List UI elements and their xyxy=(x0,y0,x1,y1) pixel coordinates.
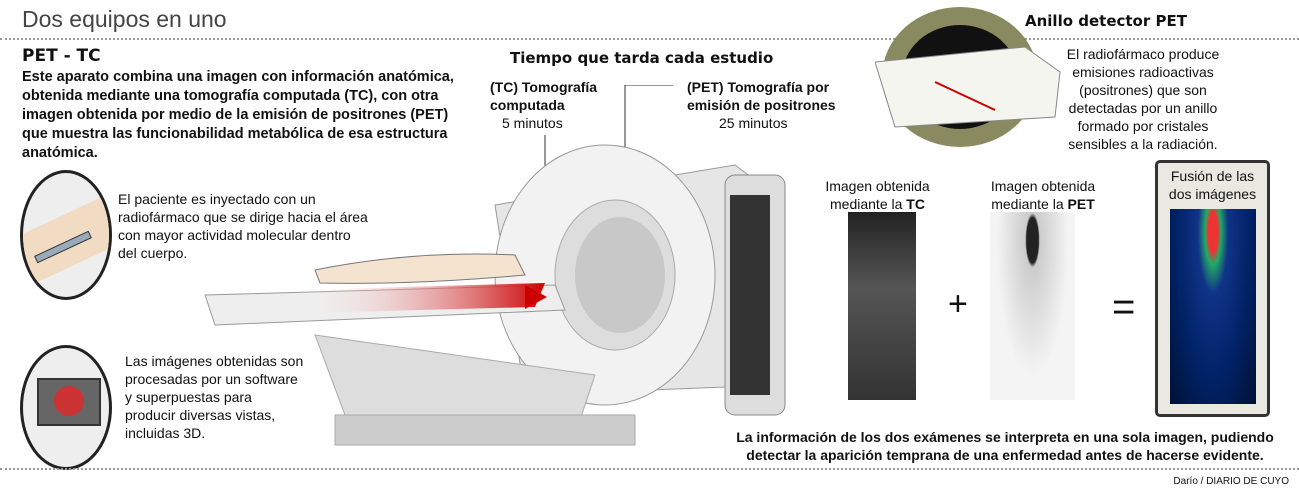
monitor-icon xyxy=(37,378,101,426)
tc-timing: (TC) Tomografía computada 5 minutos xyxy=(490,78,620,132)
software-text: Las imágenes obtenidas son procesadas po… xyxy=(125,353,304,441)
pet-image-label-prefix: Imagen obtenida mediante la xyxy=(990,178,1096,212)
intro-heading: PET - TC xyxy=(22,46,101,66)
tc-time: 5 minutos xyxy=(502,115,563,131)
pet-ct-scanner-illustration xyxy=(204,85,786,446)
scanner-bore-inner xyxy=(575,217,665,333)
top-divider xyxy=(0,38,1299,40)
scan-thumbnail xyxy=(54,386,84,416)
bottom-divider xyxy=(0,468,1299,470)
page-title: Dos equipos en uno xyxy=(22,6,227,32)
pet-label: (PET) Tomografía por emisión de positron… xyxy=(687,79,836,113)
movement-arrow-icon xyxy=(525,285,547,309)
pet-detector-ring-illustration xyxy=(875,7,1061,147)
intro-text: Este aparato combina una imagen con info… xyxy=(22,69,454,161)
tc-image-label-prefix: Imagen obtenida mediante la xyxy=(825,178,930,212)
tc-image-label-bold: TC xyxy=(906,196,925,212)
scanner-back-window xyxy=(730,195,770,395)
pet-scan-image xyxy=(990,212,1075,400)
pet-timing: (PET) Tomografía por emisión de positron… xyxy=(687,78,857,132)
table-foot xyxy=(334,414,636,446)
patient-figure xyxy=(314,253,526,284)
pet-image-label: Imagen obtenida mediante la PET xyxy=(978,177,1108,213)
ct-scan-image xyxy=(848,212,916,400)
pet-time: 25 minutos xyxy=(719,115,788,131)
pet-image-label-bold: PET xyxy=(1067,196,1095,212)
tc-image-label: Imagen obtenida mediante la TC xyxy=(815,177,940,213)
equals-sign: = xyxy=(1112,285,1136,329)
positron-emission-line xyxy=(934,81,996,111)
injection-illustration xyxy=(20,170,112,300)
computer-illustration xyxy=(20,345,112,470)
movement-arrow-body xyxy=(295,283,545,313)
patient-body-outline xyxy=(875,46,1061,128)
ring-heading: Anillo detector PET xyxy=(1025,12,1187,30)
fusion-scan-image xyxy=(1169,209,1256,404)
fusion-label: Fusión de las dos imágenes xyxy=(1168,168,1257,202)
timing-heading: Tiempo que tarda cada estudio xyxy=(510,49,774,67)
plus-sign: + xyxy=(948,285,968,323)
credit: Darío / DIARIO DE CUYO xyxy=(1173,476,1289,487)
ring-text: El radiofármaco produce emisiones radioa… xyxy=(1066,46,1220,152)
conclusion-text: La información de los dos exámenes se in… xyxy=(736,429,1274,463)
arm-icon xyxy=(23,189,109,287)
injection-text: El paciente es inyectado con un radiofár… xyxy=(118,191,368,261)
tc-label: (TC) Tomografía computada xyxy=(490,79,598,113)
fusion-box: Fusión de las dos imágenes xyxy=(1155,160,1270,417)
